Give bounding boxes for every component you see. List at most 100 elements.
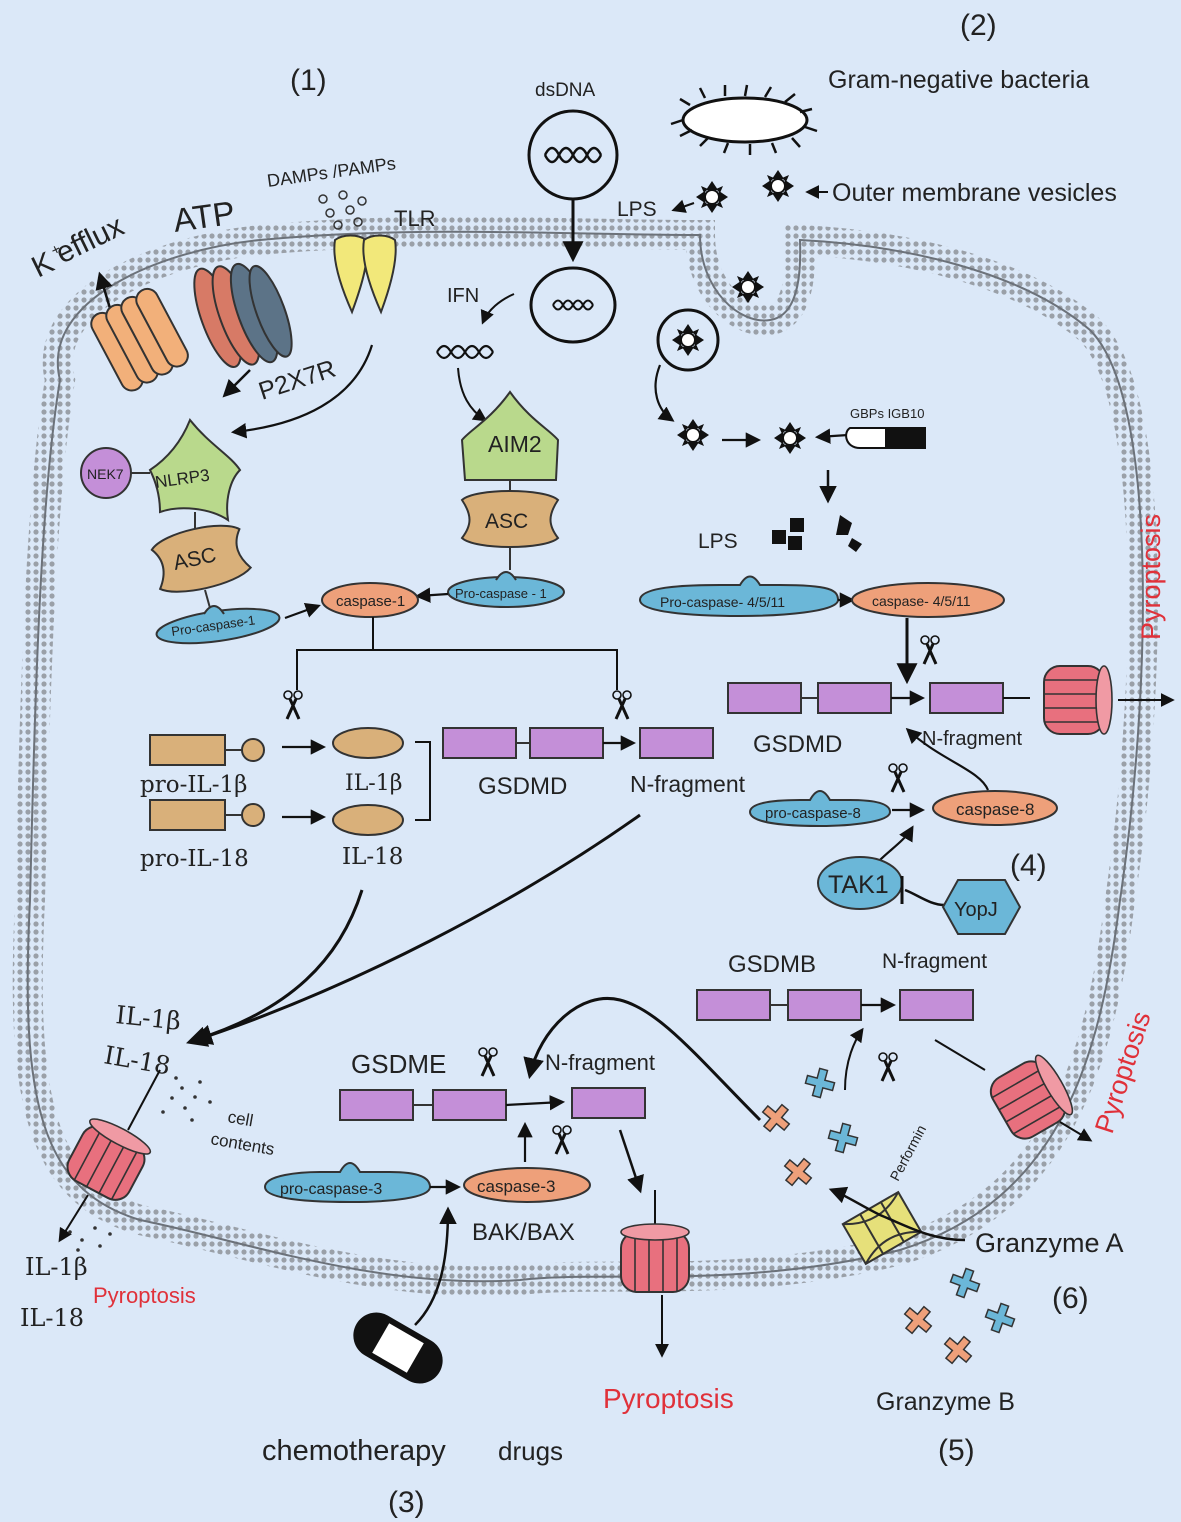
granzyme-a-icon xyxy=(802,1065,838,1101)
il1b-mid-label: IL-1β xyxy=(345,771,402,796)
tlr-label: TLR xyxy=(394,206,436,231)
gsdmd-left-n-fragment xyxy=(639,727,714,759)
omv-icon xyxy=(695,180,729,214)
tlr-receptor-icon xyxy=(333,234,397,315)
granzyme-b-icon xyxy=(937,1329,979,1371)
endocytosed-omv-icon xyxy=(671,323,705,357)
il18-mid-label: IL-18 xyxy=(342,844,403,870)
cleavage-scissors-icon xyxy=(887,762,909,794)
caspase1-label: caspase-1 xyxy=(336,593,405,610)
lps-mid-label: LPS xyxy=(698,530,738,553)
gsdmb-n-fragment xyxy=(899,989,974,1021)
gsdmb-label: GSDMB xyxy=(728,951,816,978)
gsdme-c-domain xyxy=(432,1089,507,1121)
n-fragment-left-label: N-fragment xyxy=(630,771,746,797)
pro-il1b-label: pro-IL-1β xyxy=(140,772,247,798)
aim2-label: AIM2 xyxy=(488,431,542,457)
chemotherapy-pill-icon xyxy=(353,1312,443,1384)
cleavage-scissors-icon xyxy=(282,689,304,721)
gsdmb-n-domain xyxy=(696,989,771,1021)
caspase3-label: caspase-3 xyxy=(477,1177,555,1196)
k-efflux-label: efflux xyxy=(51,209,129,270)
drugs-label: drugs xyxy=(498,1436,563,1466)
tak1-label: TAK1 xyxy=(828,871,889,899)
il18-out1-label: IL-18 xyxy=(102,1040,173,1080)
cleavage-scissors-icon xyxy=(477,1046,499,1078)
il18-shape xyxy=(332,804,404,836)
section-6-label: (6) xyxy=(1052,1282,1089,1315)
il1b-out1-label: IL-1β xyxy=(114,1000,182,1036)
p2x7r-receptor-icon xyxy=(193,262,293,368)
yopj-label: YopJ xyxy=(954,899,998,921)
pro-caspase8-shape xyxy=(748,790,892,828)
cell-membrane xyxy=(12,216,1158,1297)
granzyme-b-icon xyxy=(897,1299,939,1341)
nlrp3-shape xyxy=(148,418,242,523)
caspase3-shape xyxy=(463,1167,591,1203)
pro-caspase-4511-shape xyxy=(638,575,840,618)
pro-il18-label: pro-IL-18 xyxy=(140,846,249,872)
cell-contents-label-2: contents xyxy=(209,1129,276,1159)
damps-icon xyxy=(318,190,367,230)
granzyme-a-icon xyxy=(946,1264,984,1302)
gsdmd-right-n-fragment xyxy=(929,682,1004,714)
omv-icon xyxy=(676,418,710,452)
pore-bottom-center-icon xyxy=(620,1223,690,1293)
cell-contents-label-1: cell xyxy=(226,1107,254,1130)
il18-out2-label: IL-18 xyxy=(20,1304,84,1332)
cleavage-scissors-icon xyxy=(611,689,633,721)
dsdna-label: dsDNA xyxy=(535,80,596,101)
released-particles-dots xyxy=(68,1226,112,1252)
gbps-label: GBPs IGB10 xyxy=(850,406,924,421)
chemotherapy-label: chemotherapy xyxy=(262,1435,446,1467)
n-fragment-gsdme-label: N-fragment xyxy=(545,1050,655,1075)
caspase-4511-label: caspase- 4/5/11 xyxy=(872,593,971,609)
granzyme-a-label: Granzyme A xyxy=(975,1228,1124,1258)
gsdmd-right-c-domain xyxy=(817,682,892,714)
pore-right-top-icon xyxy=(1043,665,1113,735)
granzyme-a-icon xyxy=(825,1120,861,1156)
gram-negative-bacteria-label: Gram-negative bacteria xyxy=(828,66,1089,94)
pro-caspase1-mid-label: Pro-caspase - 1 xyxy=(455,586,547,601)
section-1-label: (1) xyxy=(290,64,327,97)
gsdme-label: GSDME xyxy=(351,1049,446,1079)
asc-mid-label: ASC xyxy=(485,510,528,533)
cleavage-scissors-icon xyxy=(551,1124,573,1156)
perforin-label: Performin xyxy=(887,1122,930,1183)
granzyme-a-icon xyxy=(981,1299,1019,1337)
dna-icon xyxy=(436,344,494,360)
nek7-label: NEK7 xyxy=(87,466,124,482)
caspase8-shape xyxy=(932,790,1058,826)
granzyme-b-icon xyxy=(755,1097,797,1139)
perforin-pore-icon xyxy=(841,1190,923,1266)
gsdme-n-domain xyxy=(339,1089,414,1121)
gsdmd-left-n-domain xyxy=(442,727,517,759)
gsdmd-left-c-domain xyxy=(529,727,604,759)
pro-caspase3-shape xyxy=(263,1162,432,1204)
pro-il1b-shape xyxy=(149,734,226,766)
caspase8-label: caspase-8 xyxy=(956,800,1034,819)
n-fragment-right-label: N-fragment xyxy=(922,728,1022,750)
yopj-shape xyxy=(941,879,1022,935)
cell-contents-dots xyxy=(161,1076,212,1122)
cleavage-scissors-icon xyxy=(919,634,941,666)
lps-fragments-icon xyxy=(772,515,862,552)
asc-left-shape xyxy=(150,524,253,593)
gsdmd-right-n-domain xyxy=(727,682,802,714)
gsdmd-right-label: GSDMD xyxy=(753,731,842,758)
granzyme-b-label: Granzyme B xyxy=(876,1388,1015,1416)
section-3-label: (3) xyxy=(388,1486,425,1519)
gsdme-n-fragment xyxy=(571,1087,646,1119)
gsdmd-left-label: GSDMD xyxy=(478,773,567,800)
damps-pamps-label: DAMPs /PAMPs xyxy=(266,153,397,191)
pyroptosis-bottom-left-label: Pyroptosis xyxy=(93,1283,196,1308)
bak-bax-label: BAK/BAX xyxy=(472,1219,575,1246)
granzyme-b-icon xyxy=(777,1151,819,1193)
outer-membrane-vesicles-label: Outer membrane vesicles xyxy=(832,179,1117,207)
dsdna-virus-icon xyxy=(527,109,619,201)
n-fragment-gsdmb-label: N-fragment xyxy=(882,950,987,973)
omv-icon xyxy=(761,169,795,203)
gsdmb-c-domain xyxy=(787,989,862,1021)
